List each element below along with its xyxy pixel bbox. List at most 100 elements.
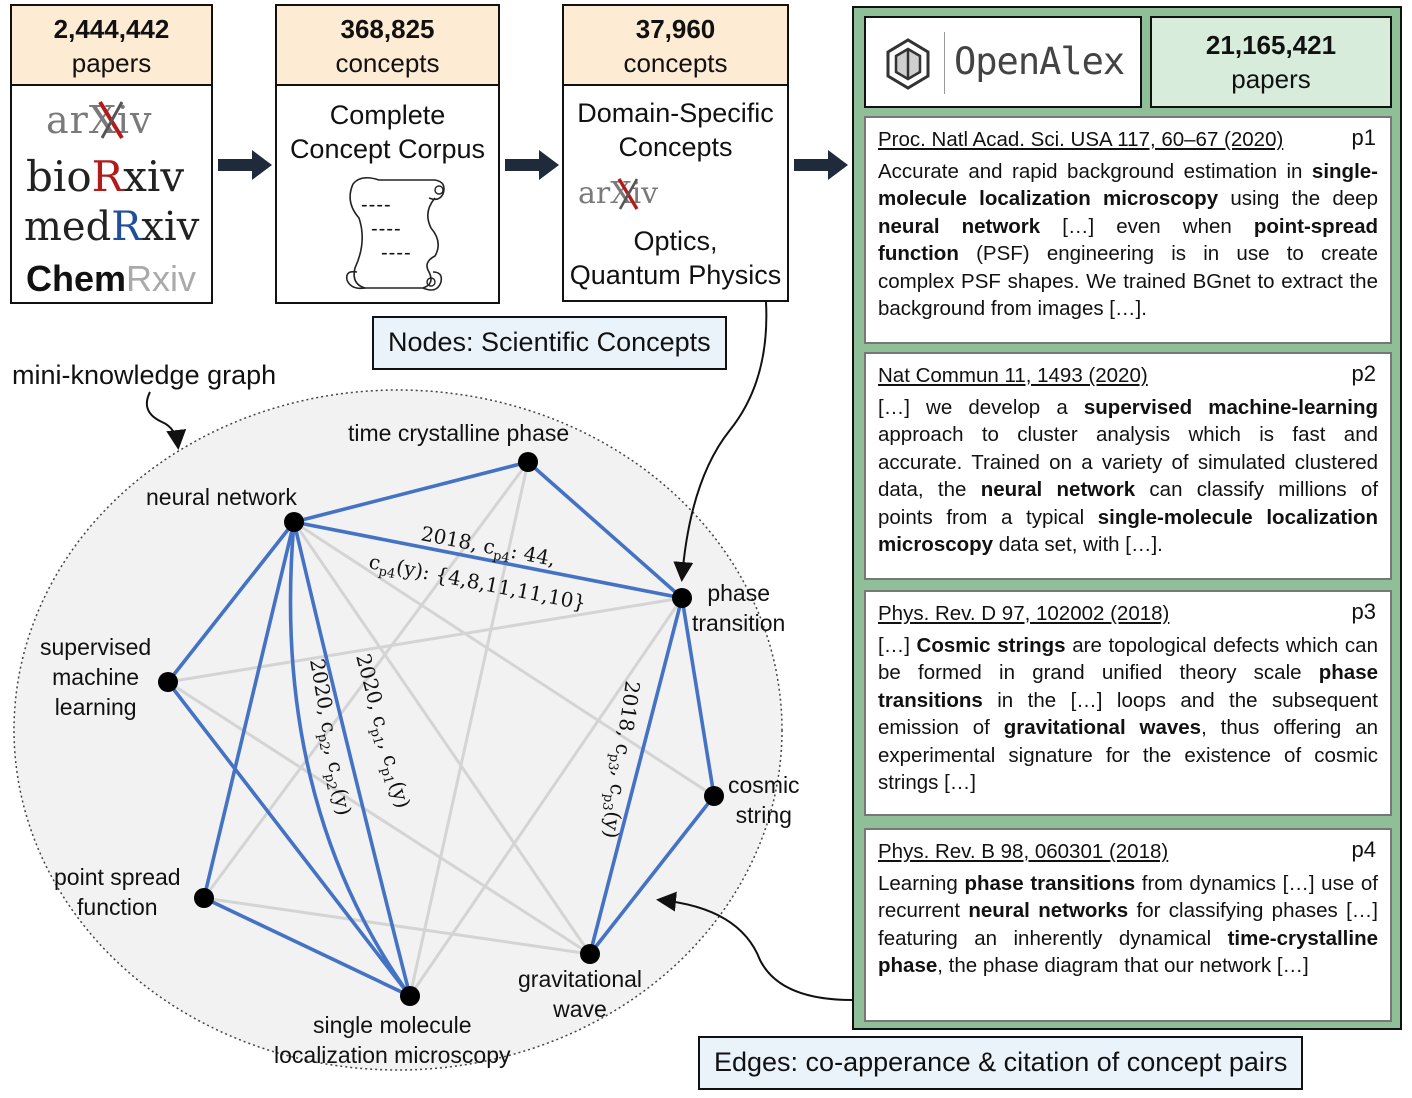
node-label-cosmic-string-1: cosmic	[728, 772, 800, 798]
node-supervised-machine-learning	[158, 672, 178, 692]
node-label-sml-3: learning	[54, 694, 137, 720]
paper-text-segment: […]	[878, 633, 917, 657]
paper-text-segment: in the […] loops and the subsequent emis…	[878, 688, 1378, 740]
corpus-count: 368,825	[340, 14, 435, 44]
concept-highlight: neural network	[878, 214, 1041, 238]
node-cosmic-string	[704, 786, 724, 806]
corpus-title-line2: Concept Corpus	[289, 134, 486, 164]
paper-text-segment: Accurate and rapid background estimation…	[878, 159, 1312, 183]
paper-text-segment: data set, with […].	[993, 533, 1163, 556]
medrxiv-logo: medRxiv	[24, 204, 200, 250]
chemrxiv-logo: ChemRxiv	[26, 258, 197, 299]
gray-edges	[167, 461, 715, 997]
edge-label-p2: 2020, cp2, cp2(y)	[301, 657, 356, 818]
concept-highlight: Cosmic strings	[916, 633, 1066, 657]
edge-psf-gw	[203, 896, 591, 956]
graph-area	[13, 389, 783, 1071]
concept-highlight: point-spread function	[878, 214, 1379, 266]
edge-sml-pt	[167, 596, 683, 684]
paper-id-p1: p1	[1351, 125, 1376, 150]
paper-ref-p4: Phys. Rev. B 98, 060301 (2018)	[878, 840, 1169, 863]
node-label-psf-1: point spread	[54, 864, 181, 890]
concept-highlight: single-molecule localization microscopy	[878, 505, 1378, 557]
concept-highlight: phase transitions	[964, 871, 1136, 895]
node-label-time-crystalline-phase: time crystalline phase	[348, 420, 570, 446]
scroll-line-2: ----	[371, 218, 402, 240]
node-label-cosmic-string-2: string	[735, 802, 792, 828]
node-label-cosmic-string: cosmic string	[728, 770, 800, 830]
edge-label-p1: 2020, cp1, cp1(y)	[347, 651, 415, 812]
paper-text-segment: are topological defects which can be for…	[878, 633, 1378, 685]
domain-topics-line2: Quantum Physics	[569, 260, 782, 290]
node-label-psf-2: function	[77, 894, 158, 920]
node-label-point-spread-function: point spread function	[54, 862, 181, 922]
edge-smlm-pt	[408, 597, 684, 997]
domain-topics: Optics, Quantum Physics	[564, 224, 787, 292]
logo-accent-letter: R	[111, 204, 142, 250]
concept-highlight: neural network	[980, 478, 1136, 501]
paper-text-segment: using the deep	[1218, 187, 1378, 210]
domain-arxiv-x-icon	[617, 178, 639, 210]
openalex-panel: OpenAlex 21,165,421 papers Proc. Natl Ac…	[852, 6, 1402, 1030]
paper-text-segment: for classifying phases […] featuring an …	[878, 899, 1378, 950]
paper-ref-p1: Proc. Natl Acad. Sci. USA 117, 60–67 (20…	[878, 128, 1284, 151]
node-phase-transition	[672, 588, 692, 608]
arxiv-logo: arXiv	[46, 98, 153, 142]
edge-nn-sml	[166, 520, 296, 684]
edge-pt-gw	[588, 597, 684, 955]
openalex-logo-box: OpenAlex	[864, 16, 1142, 108]
edge-nn-cs	[293, 520, 715, 798]
scroll-line-1: ----	[361, 194, 392, 216]
node-label-sml-2: machine	[52, 664, 140, 690]
node-label-smlm-2: localization microscopy	[274, 1042, 511, 1068]
edge-nn-smlm-p1	[292, 521, 412, 997]
logo-accent-letter: R	[91, 152, 124, 201]
paper-to-edge-arrow	[656, 891, 853, 1001]
paper-text-segment: […] we develop a	[878, 395, 1084, 419]
openalex-logo-divider	[944, 32, 945, 94]
edge-label-nn-pt-2: cp4(y): {4,8,11,11,10}	[366, 549, 588, 619]
paper-text-segment: approach to cluster analysis which is fa…	[878, 423, 1378, 501]
concept-highlight: single-molecule localization microscopy	[878, 159, 1378, 211]
edge-psf-tcp	[202, 461, 530, 899]
concept-highlight: phase transitions	[878, 661, 1378, 712]
scroll-icon	[345, 176, 445, 291]
edge-smlm-tcp	[408, 461, 530, 997]
domain-title: Domain-Specific Concepts	[564, 96, 787, 164]
paper-text-segment: Learning	[878, 871, 965, 895]
domain-unit: concepts	[623, 48, 728, 78]
edge-nn-gw	[292, 521, 592, 955]
node-time-crystalline-phase	[518, 452, 538, 472]
paper-text-p1: Accurate and rapid background estimation…	[878, 158, 1378, 323]
flow-arrow-2	[505, 150, 559, 180]
domain-stat: 37,960 concepts	[564, 6, 787, 86]
corpus-title: Complete Concept Corpus	[277, 98, 498, 166]
concept-highlight: supervised machine-learning	[1083, 395, 1378, 419]
edge-sml-gw	[167, 680, 591, 956]
domain-box: 37,960 concepts Domain-Specific Concepts…	[562, 4, 789, 302]
edges-label: Edges: co-apperance & citation of concep…	[698, 1036, 1304, 1090]
domain-count: 37,960	[635, 14, 716, 44]
paper-card-p1: Proc. Natl Acad. Sci. USA 117, 60–67 (20…	[864, 116, 1392, 344]
concept-highlight: gravitational waves	[1003, 716, 1202, 739]
paper-text-segment: , thus offering an experimental signatur…	[878, 716, 1378, 794]
paper-text-segment: (PSF) engineering is in use to create co…	[878, 242, 1378, 320]
graph-nodes	[158, 452, 724, 1006]
node-point-spread-function	[194, 888, 214, 908]
sources-count: 2,444,442	[53, 14, 170, 44]
nodes-label: Nodes: Scientific Concepts	[372, 316, 727, 370]
paper-id-p4: p4	[1351, 837, 1376, 862]
node-label-gw-2: wave	[553, 996, 607, 1022]
paper-text-p2: […] we develop a supervised machine-lear…	[878, 394, 1378, 559]
node-label-gw-1: gravitational	[518, 966, 643, 992]
blue-edges	[166, 460, 716, 998]
flow-arrow-1	[218, 150, 272, 180]
node-label-neural-network: neural network	[146, 484, 297, 510]
paper-text-segment: , the phase diagram that our network […]	[937, 954, 1309, 977]
openalex-stat: 21,165,421 papers	[1150, 16, 1392, 108]
openalex-logo-icon	[886, 38, 930, 90]
scroll-line-3: ----	[381, 242, 412, 264]
edge-psf-smlm	[203, 896, 411, 998]
sources-box: 2,444,442 papers arXiv bioRxiv medRxiv C…	[10, 4, 213, 304]
edge-nn-psf	[202, 521, 296, 899]
